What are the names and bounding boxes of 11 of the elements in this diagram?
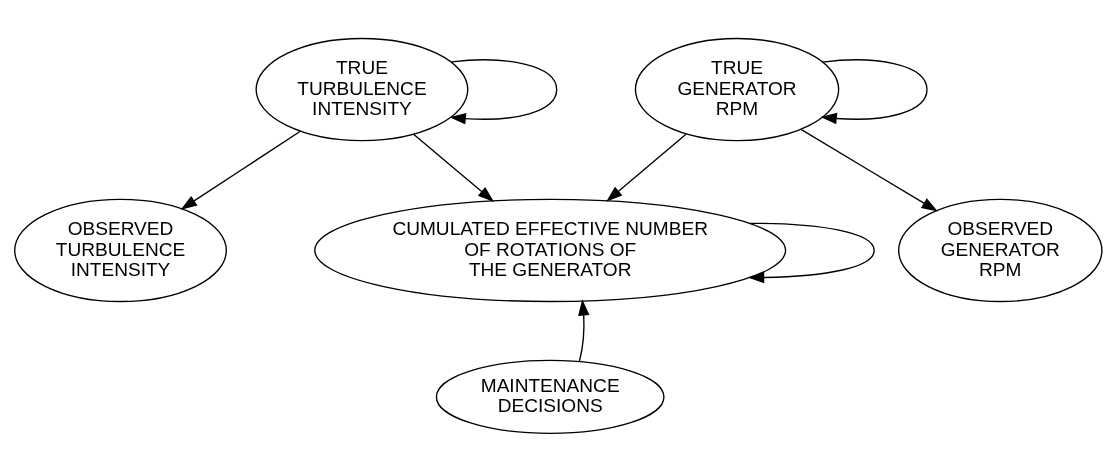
arrow [747,222,875,284]
node-ellipse: MAINTENANCE DECISIONS [435,359,665,435]
node-ellipse: CUMULATED EFFECTIVE NUMBER OF ROTATIONS OF THE GENERATOR [314,198,787,303]
arrow [578,299,590,363]
arrow [800,128,938,212]
node-ellipse: OBSERVED TURBULENCE INTENSITY [14,198,227,303]
arrow [606,133,687,202]
arrow [180,130,302,210]
arrow [413,133,495,202]
arrow [820,59,928,125]
arrow [449,59,558,125]
